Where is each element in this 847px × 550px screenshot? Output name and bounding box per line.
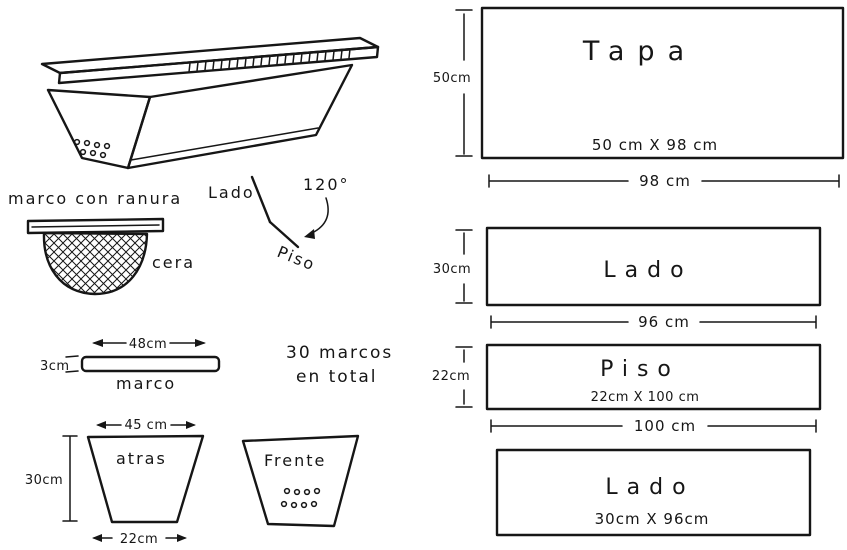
lado-top-label: Lado	[603, 258, 692, 283]
frame-bar-width: 48cm	[129, 337, 167, 352]
entrance-hole	[79, 148, 87, 156]
back-panel-label: atras	[116, 449, 167, 468]
piso-rect	[485, 343, 822, 411]
note-line2: en total	[296, 367, 378, 387]
entrance-hole	[83, 139, 91, 147]
tapa-label: Tapa	[582, 36, 697, 67]
lado-top-rect	[485, 226, 822, 307]
front-panel-drawing: Frente	[241, 434, 360, 528]
frame-bar-drawing: 48cm 3cm marco	[40, 337, 221, 393]
angle-arc-arrow	[311, 197, 329, 234]
frame-detail-title: marco con ranura	[8, 189, 182, 208]
frame-bar-label: marco	[116, 374, 176, 393]
entrance-hole	[73, 138, 81, 146]
top-bar-groove-line	[31, 224, 160, 228]
piso-panel: Piso 22cm X 100 cm 22cm 100 cm	[432, 343, 822, 435]
entrance-hole	[293, 488, 301, 496]
lado-bottom-label: Lado	[605, 475, 694, 500]
dim-arrow-left	[92, 339, 103, 347]
dim-arrow-left	[96, 421, 106, 429]
hive-entrance-holes	[73, 138, 111, 159]
dim-arrow-right	[186, 421, 196, 429]
frame-bar-thickness: 3cm	[40, 359, 70, 374]
angle-floor-line	[268, 220, 300, 249]
tapa-rect	[480, 6, 845, 160]
top-bar-shape	[26, 217, 165, 235]
total-frames-note: 30 marcos en total	[286, 343, 393, 387]
entrance-hole	[93, 141, 101, 149]
dim-arrow-left	[92, 534, 102, 542]
piso-width-dim	[490, 419, 817, 433]
front-panel-label: Frente	[264, 451, 326, 470]
entrance-hole	[290, 501, 298, 509]
frame-groove-detail: marco con ranura cera	[8, 189, 195, 296]
back-height: 30cm	[25, 473, 63, 488]
piso-height-dim	[455, 346, 473, 408]
entrance-hole	[89, 149, 97, 157]
back-panel-drawing: 45 cm atras 30cm 22cm	[25, 418, 205, 547]
angle-value: 120°	[303, 175, 350, 194]
comb-shape	[42, 231, 149, 296]
angle-diagram: Lado Piso 120°	[208, 175, 350, 275]
tapa-size: 50 cm X 98 cm	[592, 136, 718, 154]
piso-width: 100 cm	[634, 417, 696, 435]
lado-top-panel: Lado 30cm 96 cm	[433, 226, 822, 331]
hive-bottom-strip	[130, 127, 319, 161]
tapa-panel: Tapa 50 cm X 98 cm 50cm 98 cm	[433, 6, 845, 190]
hive-topbar-ticks	[188, 48, 351, 73]
lado-bottom-size: 30cm X 96cm	[595, 510, 710, 528]
angle-arrow-head	[304, 229, 315, 239]
piso-height: 22cm	[432, 369, 470, 384]
entrance-hole	[310, 500, 318, 508]
back-panel-shape	[86, 434, 205, 524]
tapa-height: 50cm	[433, 71, 471, 86]
front-entrance-holes	[280, 487, 321, 509]
wax-label: cera	[152, 253, 195, 272]
lado-top-height: 30cm	[433, 262, 471, 277]
lado-bottom-rect	[495, 448, 812, 537]
piso-size: 22cm X 100 cm	[591, 390, 700, 405]
height-dim-line	[62, 435, 78, 522]
back-bottom-width: 22cm	[120, 532, 158, 547]
piso-label: Piso	[600, 357, 680, 382]
hive-3d-drawing	[40, 36, 380, 170]
tapa-height-dim	[455, 9, 473, 157]
entrance-hole	[103, 142, 111, 150]
back-top-width: 45 cm	[125, 418, 168, 433]
note-line1: 30 marcos	[286, 343, 393, 363]
dim-arrow-right	[177, 534, 187, 542]
hive-front-face	[126, 63, 354, 170]
front-panel-shape	[241, 434, 360, 528]
entrance-hole	[300, 501, 308, 509]
lado-top-width: 96 cm	[638, 313, 690, 331]
hive-lid-front-edge	[57, 45, 380, 85]
lado-top-height-dim	[455, 229, 473, 304]
entrance-hole	[283, 487, 291, 495]
entrance-hole	[303, 488, 311, 496]
frame-bar-shape	[80, 355, 221, 373]
hive-end-face	[46, 88, 152, 170]
entrance-hole	[313, 487, 321, 495]
dim-arrow-right	[195, 339, 206, 347]
entrance-hole	[280, 500, 288, 508]
lado-bottom-panel: Lado 30cm X 96cm	[495, 448, 812, 537]
lado-top-width-dim	[490, 315, 817, 329]
tapa-width-dim	[488, 174, 840, 188]
angle-side-line	[250, 175, 272, 224]
thickness-ticks	[65, 355, 79, 373]
entrance-hole	[99, 151, 107, 159]
angle-side-label: Lado	[208, 183, 255, 202]
tapa-width: 98 cm	[639, 172, 691, 190]
